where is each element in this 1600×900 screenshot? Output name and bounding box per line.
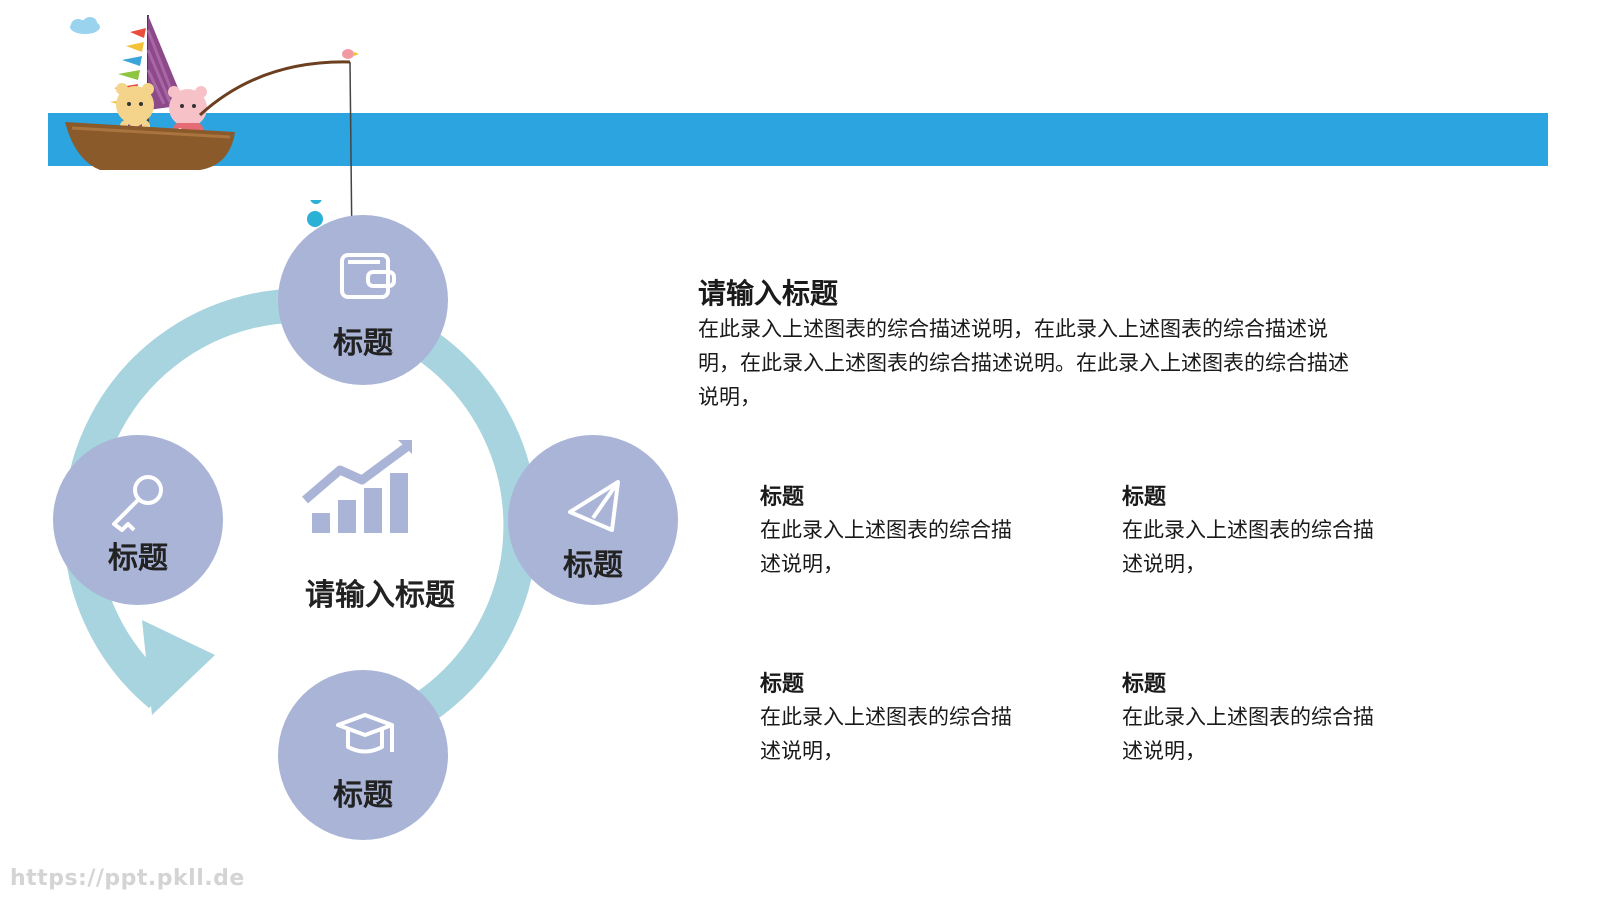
wallet-icon bbox=[340, 253, 396, 299]
info-item-title: 标题 bbox=[760, 672, 805, 697]
cycle-node-label-right: 标题 bbox=[563, 548, 623, 583]
info-item: 标题 在此录入上述图表的综合描述说明， bbox=[1122, 483, 1422, 581]
cycle-node-right bbox=[508, 435, 678, 605]
watermark-url: https://ppt.pkll.de bbox=[10, 866, 245, 891]
info-item-body: 在此录入上述图表的综合描述说明， bbox=[1122, 518, 1374, 576]
cycle-node-label-left: 标题 bbox=[108, 541, 168, 576]
intro-heading: 请输入标题 bbox=[698, 277, 839, 310]
info-item-body: 在此录入上述图表的综合描述说明， bbox=[1122, 705, 1374, 763]
cloud-icon bbox=[70, 17, 100, 34]
info-item-title: 标题 bbox=[760, 485, 805, 510]
cycle-arrowhead bbox=[142, 620, 215, 715]
cycle-node-label-top: 标题 bbox=[333, 326, 393, 361]
boat-illustration bbox=[65, 15, 359, 240]
info-item: 标题 在此录入上述图表的综合描述说明， bbox=[760, 483, 1060, 581]
cycle-node-label-bottom: 标题 bbox=[333, 778, 393, 813]
cycle-diagram bbox=[53, 200, 678, 840]
graduation-cap-icon bbox=[336, 713, 394, 754]
info-item: 标题 在此录入上述图表的综合描述说明， bbox=[760, 670, 1060, 768]
cycle-node-left bbox=[53, 435, 223, 605]
info-item: 标题 在此录入上述图表的综合描述说明， bbox=[1122, 670, 1422, 768]
bar-chart-trend-icon bbox=[302, 440, 412, 533]
key-icon bbox=[112, 475, 163, 532]
info-item-body: 在此录入上述图表的综合描述说明， bbox=[760, 705, 1012, 763]
cycle-center-title: 请输入标题 bbox=[305, 578, 455, 613]
cycle-node-bottom bbox=[278, 670, 448, 840]
bird-icon bbox=[342, 49, 359, 59]
header-banner bbox=[48, 113, 1548, 166]
intro-body: 在此录入上述图表的综合描述说明，在此录入上述图表的综合描述说明，在此录入上述图表… bbox=[698, 317, 1349, 409]
cycle-node-top bbox=[278, 215, 448, 385]
info-item-body: 在此录入上述图表的综合描述说明， bbox=[760, 518, 1012, 576]
info-item-title: 标题 bbox=[1122, 485, 1167, 510]
info-item-title: 标题 bbox=[1122, 672, 1167, 697]
paper-plane-icon bbox=[568, 480, 620, 532]
